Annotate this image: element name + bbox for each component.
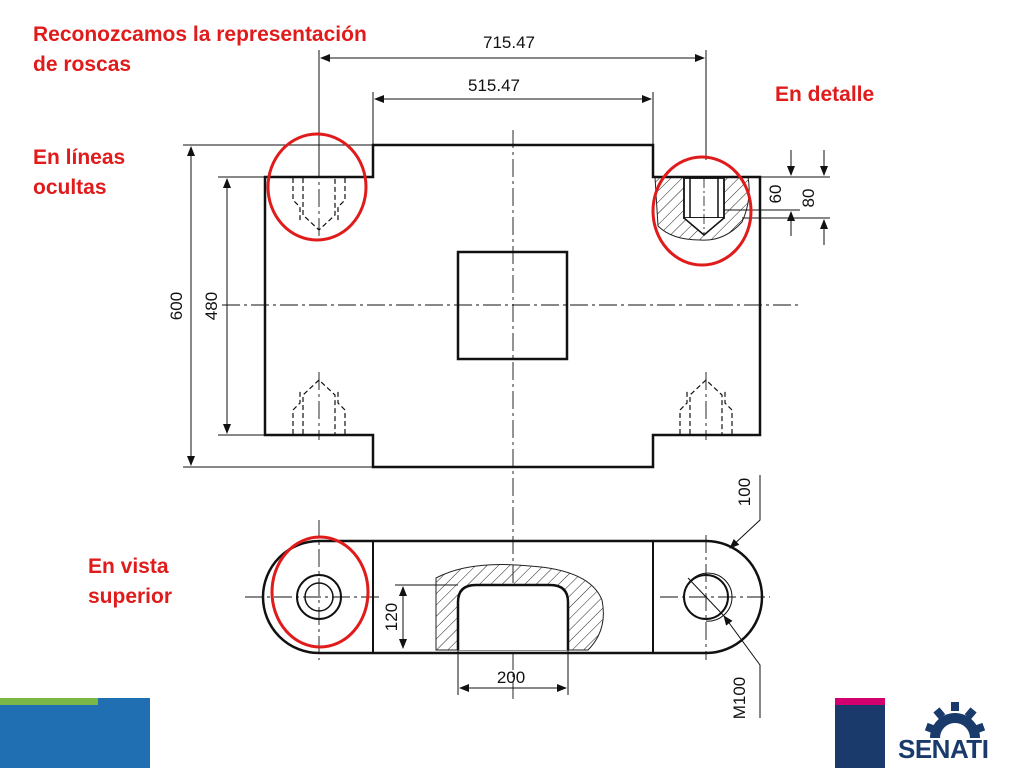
dim-text-120: 120 xyxy=(382,603,401,631)
dim-slot-width: 200 xyxy=(457,650,569,695)
dim-text-m100: M100 xyxy=(730,677,749,720)
dim-inner-width: 515.47 xyxy=(372,76,654,145)
gear-icon xyxy=(924,702,986,738)
dim-thread-size: M100 xyxy=(723,615,761,720)
label-hidden-lines: En líneas ocultas xyxy=(33,146,126,199)
dim-text-200: 200 xyxy=(497,668,525,687)
dim-text-80: 80 xyxy=(799,189,818,208)
footer-green-bar xyxy=(0,698,98,705)
highlight-circles xyxy=(266,132,753,649)
top-view xyxy=(261,539,764,655)
label-top-view: En vista superior xyxy=(88,555,173,608)
dim-text-100: 100 xyxy=(735,478,754,506)
hidden-thread-bottom-right xyxy=(679,379,733,434)
center-square xyxy=(456,250,569,361)
dim-slot-height: 120 xyxy=(382,584,458,649)
dim-text-600: 600 xyxy=(167,292,186,320)
dim-height-inner: 480 xyxy=(202,176,265,436)
thread-detail-section xyxy=(654,176,750,241)
footer-blue-block xyxy=(0,705,150,768)
dim-text-480: 480 xyxy=(202,292,221,320)
footer-navy-block xyxy=(835,705,885,768)
dim-height-outer: 600 xyxy=(167,144,373,468)
dim-text-715: 715.47 xyxy=(483,33,535,52)
footer-magenta-bar xyxy=(835,698,885,705)
senati-logo: SENATI xyxy=(898,700,1024,768)
senati-wordmark: SENATI xyxy=(898,734,989,764)
footer-blue-bar-light xyxy=(98,698,150,705)
dim-thread-depths: 60 80 xyxy=(724,150,830,245)
dim-text-515: 515.47 xyxy=(468,76,520,95)
dim-overall-width: 715.47 xyxy=(318,33,707,177)
dim-radius: 100 xyxy=(729,475,761,549)
hidden-thread-bottom-left xyxy=(292,379,346,434)
dim-text-60: 60 xyxy=(766,185,785,204)
hidden-thread-top-left xyxy=(292,178,346,231)
slide-title: Reconozcamos la representación de roscas xyxy=(33,23,367,76)
label-detail: En detalle xyxy=(775,83,875,106)
